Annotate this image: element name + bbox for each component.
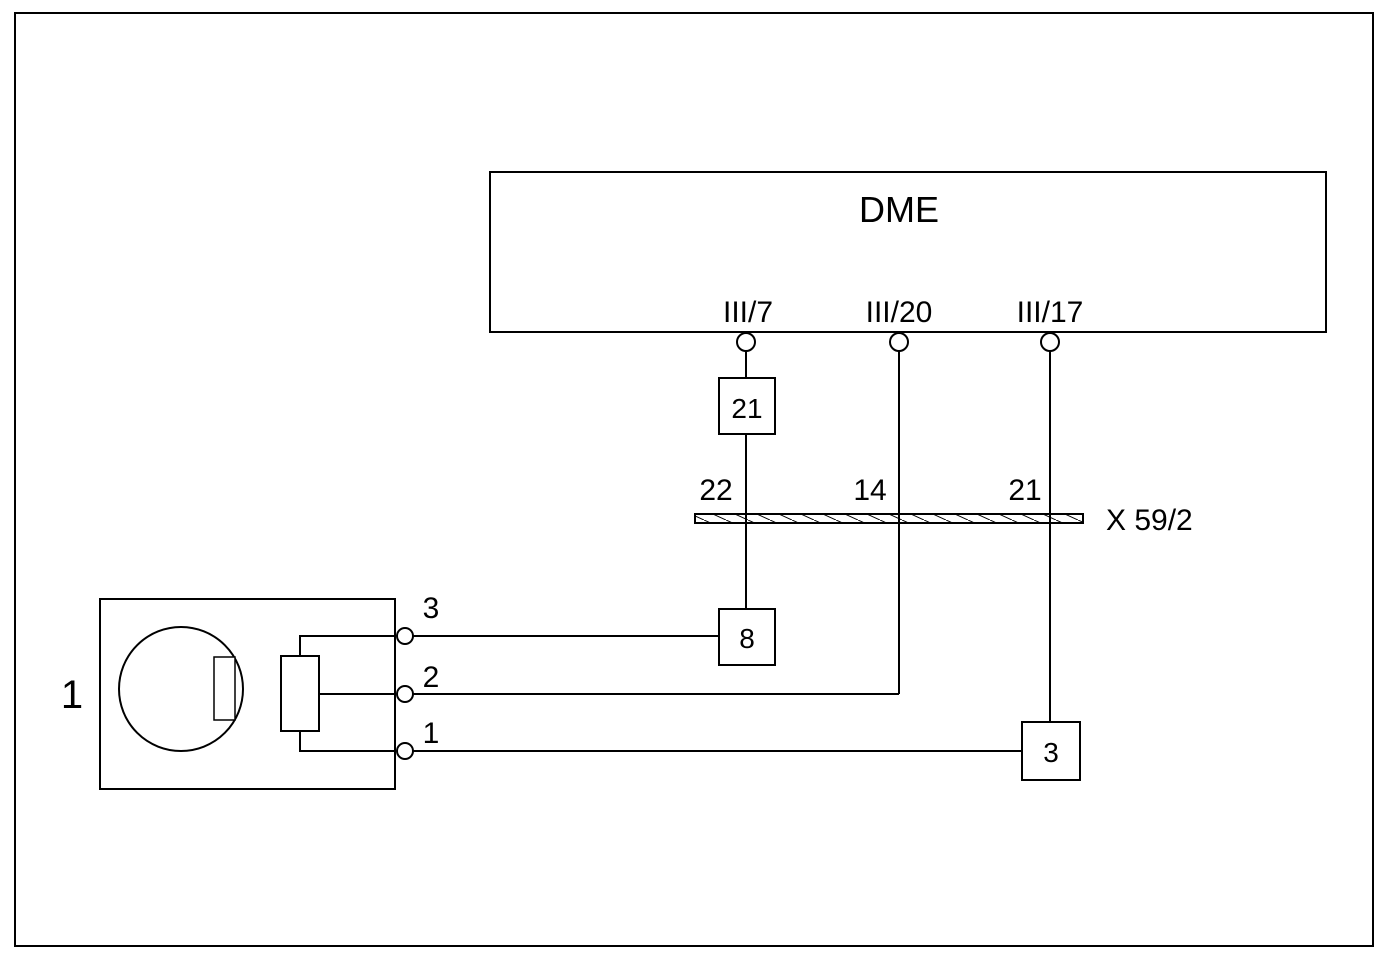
internal-lead-pin1 [299,731,396,752]
wire-box-upper-label: 21 [731,393,762,424]
wire-box-pin1[interactable] [1021,721,1081,781]
potentiometer-resistor-icon [280,655,320,732]
connector-pin-label-3: 21 [1008,474,1041,507]
internal-lead-pin3 [299,635,396,656]
dme-control-unit[interactable] [489,171,1327,333]
wire-box-pin1-label: 3 [1043,737,1059,768]
dme-pin-3-terminal[interactable] [1040,332,1060,352]
dme-pin-1-terminal[interactable] [736,332,756,352]
sensor-circle-icon [118,626,244,752]
component-number-label: 1 [61,673,83,717]
component-pin3-terminal[interactable] [396,627,414,645]
component-pin2-terminal[interactable] [396,685,414,703]
wire-box-upper[interactable] [718,377,776,435]
dme-pin-2-terminal[interactable] [889,332,909,352]
page-frame [14,12,1374,947]
dme-pin-label-1: III/7 [723,296,773,329]
dme-label: DME [859,189,939,230]
component-pin1-terminal[interactable] [396,742,414,760]
dme-pin-label-3: III/17 [1017,296,1084,329]
connector-x59-2[interactable] [694,513,1084,524]
wire-box-pin3-label: 8 [739,623,755,654]
dme-pin-label-2: III/20 [866,296,933,329]
connector-pin-label-1: 22 [699,474,732,507]
component-pin-label-3: 3 [423,592,440,625]
component-pin-label-2: 2 [423,661,440,694]
component-pin-label-1: 1 [423,717,440,750]
sensor-element-icon [213,656,236,721]
connector-pin-label-2: 14 [853,474,886,507]
connector-label: X 59/2 [1106,504,1193,537]
